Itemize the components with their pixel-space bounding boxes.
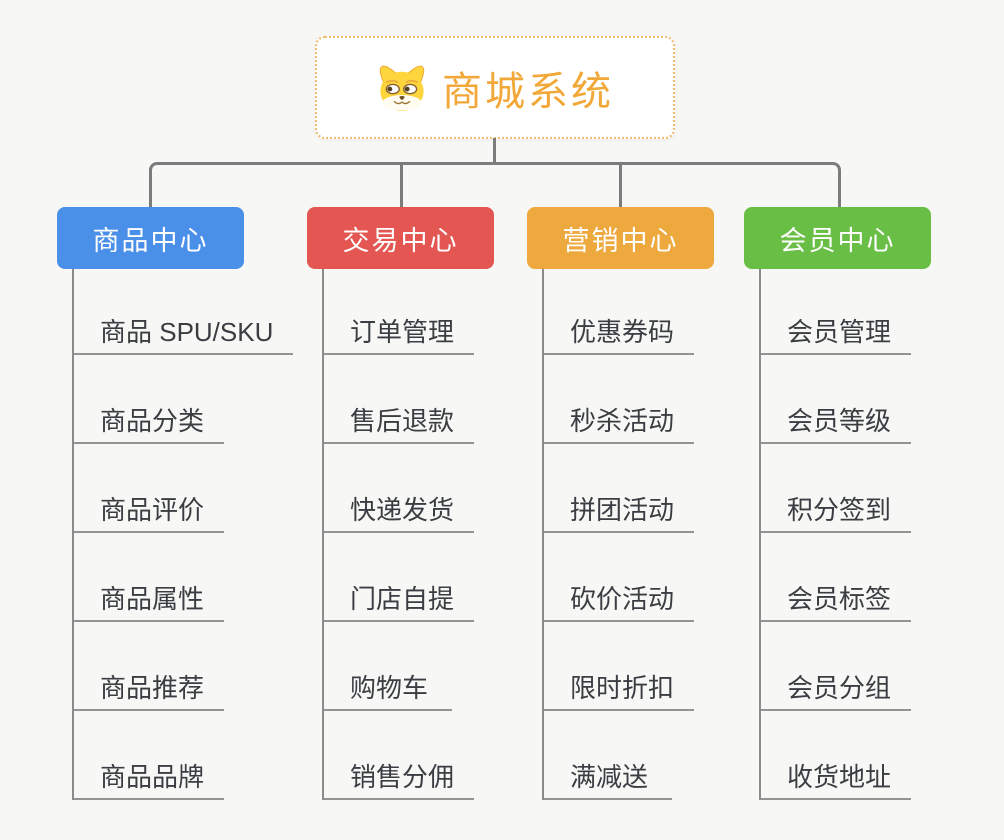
connector-horizontal-rail [149, 162, 841, 208]
root-node[interactable]: 商城系统 [315, 36, 675, 139]
connector-branch3-stub [619, 165, 622, 207]
leaf-node[interactable]: 快递发货 [322, 444, 475, 533]
root-node-title: 商城系统 [442, 69, 614, 114]
leaf-node[interactable]: 秒杀活动 [542, 355, 695, 444]
leaf-node[interactable]: 满减送 [542, 711, 672, 800]
leaf-node[interactable]: 商品评价 [72, 444, 225, 533]
branch-children: 订单管理 售后退款 快递发货 门店自提 购物车 销售分佣 [322, 269, 494, 800]
leaf-node[interactable]: 收货地址 [759, 711, 912, 800]
leaf-node[interactable]: 拼团活动 [542, 444, 695, 533]
branch-node[interactable]: 营销中心 [527, 207, 714, 269]
branch-member-center: 会员中心 会员管理 会员等级 积分签到 会员标签 会员分组 收货地址 [744, 207, 931, 800]
leaf-node[interactable]: 购物车 [322, 622, 452, 711]
leaf-node[interactable]: 限时折扣 [542, 622, 695, 711]
branch-trade-center: 交易中心 订单管理 售后退款 快递发货 门店自提 购物车 销售分佣 [307, 207, 494, 800]
leaf-node[interactable]: 售后退款 [322, 355, 475, 444]
leaf-node[interactable]: 会员分组 [759, 622, 912, 711]
leaf-node[interactable]: 砍价活动 [542, 533, 695, 622]
branch-product-center: 商品中心 商品 SPU/SKU 商品分类 商品评价 商品属性 商品推荐 商品品牌 [57, 207, 294, 800]
branch-children: 商品 SPU/SKU 商品分类 商品评价 商品属性 商品推荐 商品品牌 [72, 269, 294, 800]
leaf-node[interactable]: 会员等级 [759, 355, 912, 444]
branch-node[interactable]: 交易中心 [307, 207, 494, 269]
leaf-node[interactable]: 商品品牌 [72, 711, 225, 800]
connector-branch2-stub [400, 165, 403, 207]
doge-icon [379, 65, 425, 111]
leaf-node[interactable]: 优惠券码 [542, 269, 695, 355]
branch-children: 优惠券码 秒杀活动 拼团活动 砍价活动 限时折扣 满减送 [542, 269, 714, 800]
leaf-node[interactable]: 订单管理 [322, 269, 475, 355]
leaf-node[interactable]: 商品属性 [72, 533, 225, 622]
branch-node[interactable]: 商品中心 [57, 207, 244, 269]
branch-node[interactable]: 会员中心 [744, 207, 931, 269]
branch-marketing-center: 营销中心 优惠券码 秒杀活动 拼团活动 砍价活动 限时折扣 满减送 [527, 207, 714, 800]
leaf-node[interactable]: 销售分佣 [322, 711, 475, 800]
leaf-node[interactable]: 会员管理 [759, 269, 912, 355]
branch-children: 会员管理 会员等级 积分签到 会员标签 会员分组 收货地址 [759, 269, 931, 800]
leaf-node[interactable]: 积分签到 [759, 444, 912, 533]
leaf-node[interactable]: 商品推荐 [72, 622, 225, 711]
connector-root-stub [493, 138, 496, 164]
leaf-node[interactable]: 门店自提 [322, 533, 475, 622]
leaf-node[interactable]: 商品分类 [72, 355, 225, 444]
leaf-node[interactable]: 商品 SPU/SKU [72, 269, 294, 355]
leaf-node[interactable]: 会员标签 [759, 533, 912, 622]
